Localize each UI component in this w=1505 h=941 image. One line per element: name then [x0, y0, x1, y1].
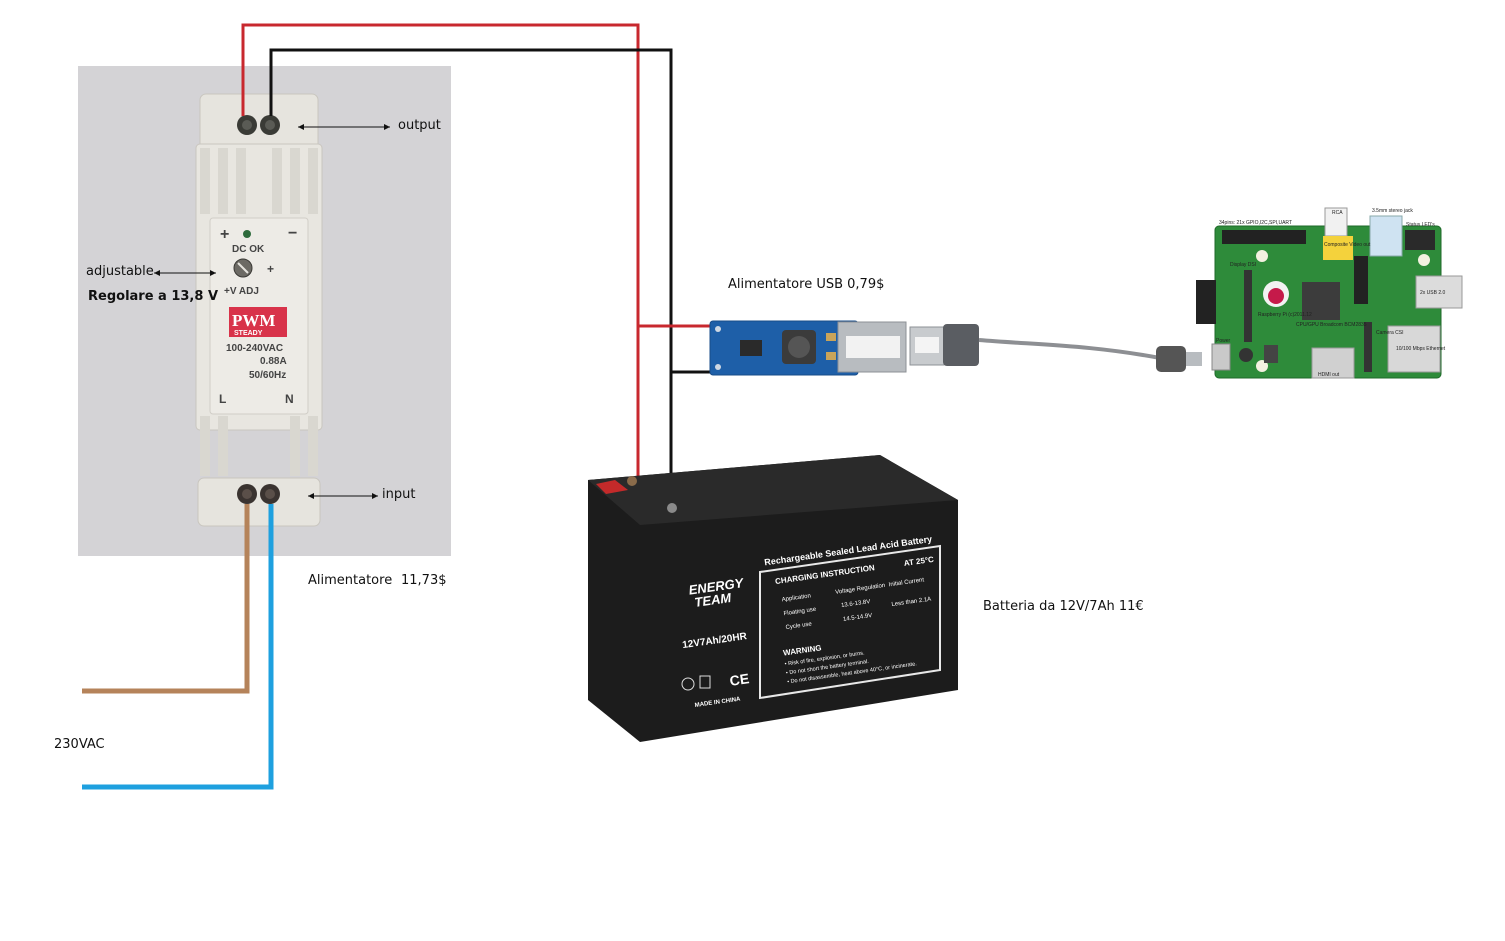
rpi-ethernet-label: 10/100 Mbps Ethernet	[1396, 346, 1446, 352]
v-adj-label: +V ADJ	[224, 286, 259, 297]
pwm-logo-subtext: STEADY	[234, 330, 263, 337]
rpi-status-leds-label: Status LED's	[1406, 222, 1435, 228]
rpi-rca-label: RCA	[1332, 210, 1343, 216]
psu-price: 11,73$	[401, 573, 447, 588]
battery-current-value: Less than 2.1A	[891, 597, 931, 609]
pwm-logo-text: PWM	[232, 311, 275, 330]
battery-row1-voltage: 13.6-13.8V	[841, 599, 871, 609]
battery-body	[588, 455, 958, 742]
rpi-usb-ports	[1415, 275, 1463, 309]
dc-ok-led	[243, 230, 251, 238]
mains-brown-wire	[82, 504, 250, 694]
spec-frequency: 50/60Hz	[249, 370, 286, 381]
regolare-label: Regolare a 13,8 V	[88, 289, 218, 304]
spec-voltage: 100-240VAC	[226, 343, 283, 354]
pwm-logo	[229, 307, 287, 337]
usb-cable-wire	[978, 338, 1161, 360]
psu-plus-sign: +	[220, 226, 229, 243]
battery: Rechargeable Sealed Lead Acid Battery CH…	[588, 455, 958, 742]
battery-terminal-negative	[667, 503, 677, 513]
battery-terminal-positive	[596, 480, 628, 494]
rpi-ethernet-port	[1387, 325, 1441, 373]
psu-caption: Alimentatore	[308, 573, 392, 588]
rpi-status-leds	[1405, 230, 1435, 250]
rpi-dsi-connector	[1244, 270, 1252, 342]
rpi-hdmi-port	[1311, 347, 1355, 379]
mains-blue-wire	[82, 504, 274, 790]
rpi-audio-label: 3.5mm stereo jack	[1372, 208, 1413, 214]
spec-current: 0.88A	[260, 356, 287, 367]
micro-usb-plug	[1156, 346, 1186, 372]
mains-label: 230VAC	[54, 737, 105, 752]
recycle-icon	[681, 677, 695, 691]
battery-temp: AT 25°C	[903, 555, 934, 568]
dc-ok-label: DC OK	[232, 244, 265, 255]
rpi-cpu-label: CPU/GPU Broadcom BCM2835	[1296, 322, 1367, 328]
rpi-dsi-label: Display DSI	[1230, 262, 1256, 268]
bin-icon	[699, 675, 711, 689]
negative-wire	[269, 48, 673, 505]
rpi-hdmi-label: HDMI out	[1318, 372, 1340, 378]
rpi-power-port	[1211, 343, 1231, 371]
rpi-sd-slot	[1196, 280, 1216, 324]
terminal-n-label: N	[285, 392, 294, 406]
usb-power-module	[709, 320, 907, 376]
usb-module-caption: Alimentatore USB 0,79$	[728, 277, 884, 292]
battery-row2-voltage: 14.5-14.9V	[843, 613, 873, 623]
terminal-l-label: L	[219, 392, 226, 406]
rpi-composite-out	[1323, 236, 1353, 260]
raspberry-pi: 34pins: 21x GPIO,I2C,SPI,UART RCA 3.5mm …	[1196, 207, 1463, 379]
battery-row1-app: Floating use	[783, 607, 817, 618]
battery-row2-app: Cycle use	[785, 621, 813, 631]
rpi-power-label: Power	[1216, 338, 1231, 344]
input-label: input	[382, 487, 415, 502]
rpi-board-label: Raspberry Pi (c)2011.12	[1258, 312, 1312, 318]
battery-col-application: Application	[781, 593, 811, 603]
knob-plus-sign: +	[267, 262, 274, 276]
rpi-csi-connector	[1364, 322, 1372, 372]
output-label: output	[398, 118, 441, 133]
psu-annotations: output input adjustable Regolare a 13,8 …	[86, 118, 441, 502]
adjustable-label: adjustable	[86, 264, 154, 279]
psu-minus-sign: −	[288, 225, 297, 242]
rpi-composite-label: Composite Video out	[1324, 242, 1371, 248]
battery-col-current: Initial Current	[888, 577, 924, 588]
positive-wire	[241, 23, 640, 480]
battery-caption: Batteria da 12V/7Ah 11€	[983, 599, 1144, 614]
battery-ce-mark: CE	[729, 670, 750, 689]
usb-cable	[909, 324, 1202, 372]
usb-plug-body	[943, 324, 979, 366]
psu-unit: + − DC OK + +V ADJ PWM STEADY 100-240VAC…	[195, 93, 323, 527]
mains-wiring	[82, 504, 274, 790]
dc-wiring	[241, 23, 714, 505]
rpi-gpio-label: 34pins: 21x GPIO,I2C,SPI,UART	[1219, 220, 1292, 226]
battery-brand-2: TEAM	[693, 590, 733, 610]
rpi-p5-header	[1354, 256, 1368, 304]
rpi-usb-label: 2x USB 2.0	[1420, 290, 1446, 296]
battery-label-panel	[759, 544, 941, 700]
rpi-gpio-header	[1222, 230, 1306, 244]
rpi-cpu	[1302, 282, 1340, 320]
rpi-csi-label: Camera CSI	[1376, 330, 1404, 336]
rpi-audio-jack	[1369, 215, 1403, 257]
